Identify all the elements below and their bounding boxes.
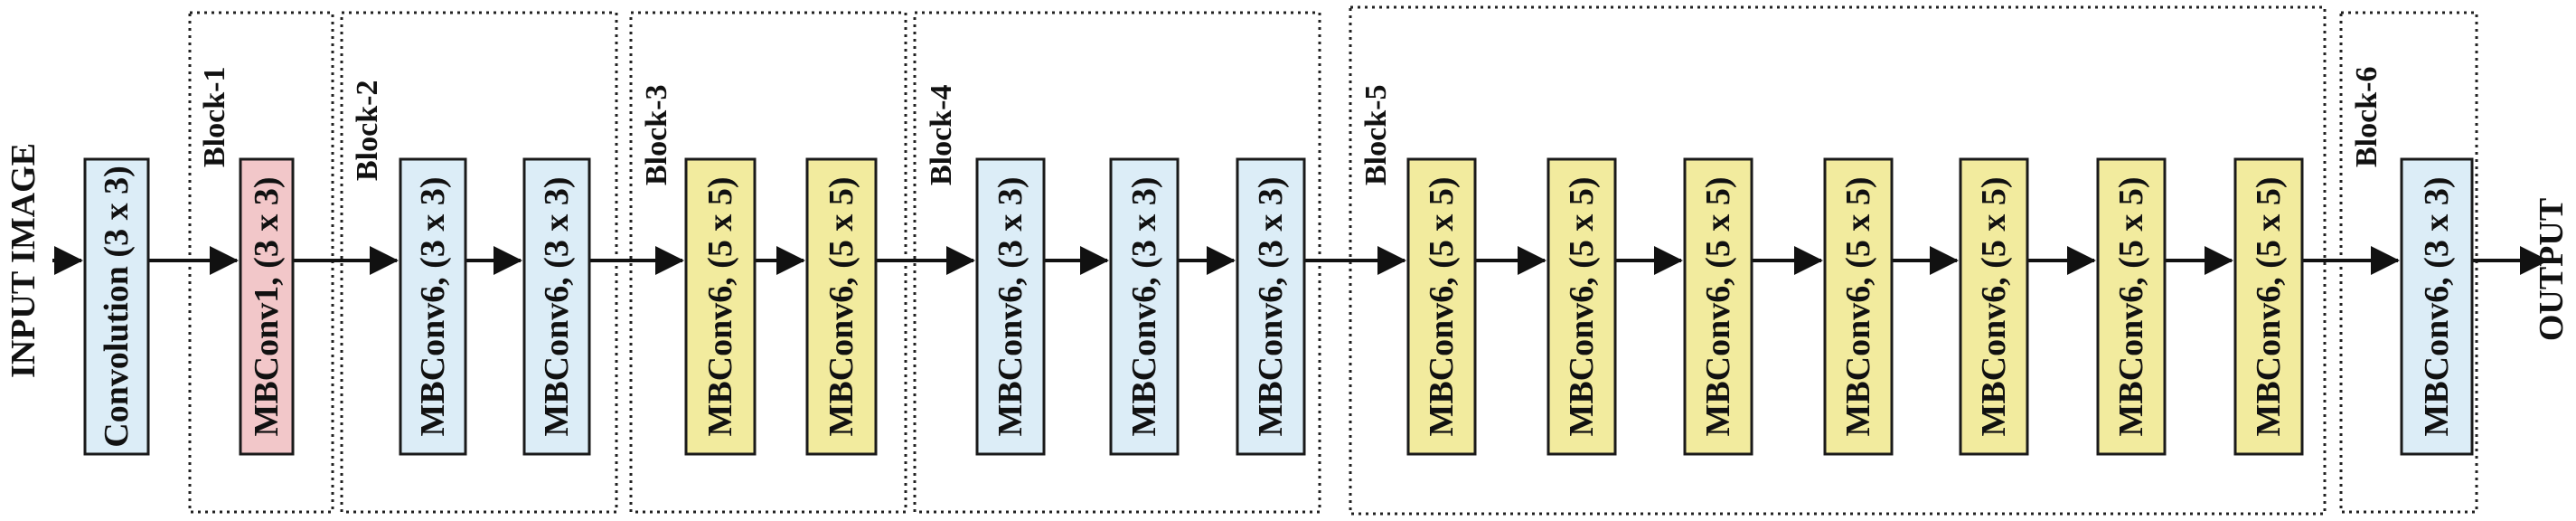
layer-label-15: MBConv6, (5 x 5): [2112, 176, 2150, 436]
block-4-outline: [913, 11, 1321, 514]
block-6-label: Block-6: [2350, 67, 2383, 167]
layer-8: MBConv6, (3 x 3): [1109, 157, 1180, 456]
layer-14: MBConv6, (5 x 5): [1959, 157, 2029, 456]
layer-label-7: MBConv6, (3 x 3): [992, 176, 1029, 436]
block-5-outline: [1349, 5, 2327, 516]
layer-box-8: [1109, 157, 1180, 456]
layer-label-17: MBConv6, (3 x 3): [2418, 176, 2456, 436]
layer-label-16: MBConv6, (5 x 5): [2250, 176, 2288, 436]
block-1-label: Block-1: [198, 67, 231, 167]
layer-11: MBConv6, (5 x 5): [1547, 157, 1617, 456]
layer-label-12: MBConv6, (5 x 5): [1699, 176, 1737, 436]
layer-box-2: [239, 157, 295, 456]
layer-label-6: MBConv6, (5 x 5): [823, 176, 860, 436]
layer-13: MBConv6, (5 x 5): [1823, 157, 1894, 456]
layer-5: MBConv6, (5 x 5): [684, 157, 757, 456]
layer-boxes: Convolution (3 x 3) MBConv1, (3 x 3) MBCon…: [83, 157, 2474, 456]
layer-box-4: [522, 157, 591, 456]
layer-2: MBConv1, (3 x 3): [239, 157, 295, 456]
layer-box-5: [684, 157, 757, 456]
layer-box-16: [2233, 157, 2304, 456]
layer-box-12: [1683, 157, 1753, 456]
layer-box-1: [83, 157, 150, 456]
layer-box-13: [1823, 157, 1894, 456]
layer-1: Convolution (3 x 3): [83, 157, 150, 456]
layer-label-9: MBConv6, (3 x 3): [1252, 176, 1290, 436]
layer-10: MBConv6, (5 x 5): [1406, 157, 1477, 456]
layer-box-11: [1547, 157, 1617, 456]
block-4-label: Block-4: [925, 85, 958, 185]
layer-17: MBConv6, (3 x 3): [2400, 157, 2474, 456]
layer-label-5: MBConv6, (5 x 5): [701, 176, 739, 436]
layer-box-6: [805, 157, 878, 456]
block-2-outline: [340, 11, 618, 514]
layer-box-10: [1406, 157, 1477, 456]
layer-box-3: [399, 157, 467, 456]
layer-label-4: MBConv6, (3 x 3): [538, 176, 576, 436]
layer-label-8: MBConv6, (3 x 3): [1125, 176, 1163, 436]
layer-label-11: MBConv6, (5 x 5): [1563, 176, 1601, 436]
block-3-label: Block-3: [640, 85, 673, 185]
layer-7: MBConv6, (3 x 3): [975, 157, 1046, 456]
layer-label-2: MBConv1, (3 x 3): [248, 176, 286, 436]
output-label: OUTPUT: [2533, 198, 2571, 341]
layer-4: MBConv6, (3 x 3): [522, 157, 591, 456]
layer-box-17: [2400, 157, 2474, 456]
layer-box-9: [1236, 157, 1306, 456]
layer-box-7: [975, 157, 1046, 456]
layer-6: MBConv6, (5 x 5): [805, 157, 878, 456]
block-labels: Block-1 Block-2 Block-3 Block-4 Block-5 …: [198, 67, 2383, 185]
block-5-label: Block-5: [1359, 85, 1393, 185]
layer-9: MBConv6, (3 x 3): [1236, 157, 1306, 456]
block-2-label: Block-2: [351, 81, 384, 181]
input-image-label: INPUT IMAGE: [5, 143, 42, 378]
layer-12: MBConv6, (5 x 5): [1683, 157, 1753, 456]
layer-box-14: [1959, 157, 2029, 456]
layer-label-14: MBConv6, (5 x 5): [1975, 176, 2013, 436]
layer-3: MBConv6, (3 x 3): [399, 157, 467, 456]
layer-label-1: Convolution (3 x 3): [98, 166, 136, 447]
layer-15: MBConv6, (5 x 5): [2096, 157, 2167, 456]
layer-label-10: MBConv6, (5 x 5): [1423, 176, 1461, 436]
layer-16: MBConv6, (5 x 5): [2233, 157, 2304, 456]
layer-label-3: MBConv6, (3 x 3): [414, 176, 452, 436]
layer-box-15: [2096, 157, 2167, 456]
block-3-outline: [629, 11, 907, 514]
layer-label-13: MBConv6, (5 x 5): [1839, 176, 1877, 436]
